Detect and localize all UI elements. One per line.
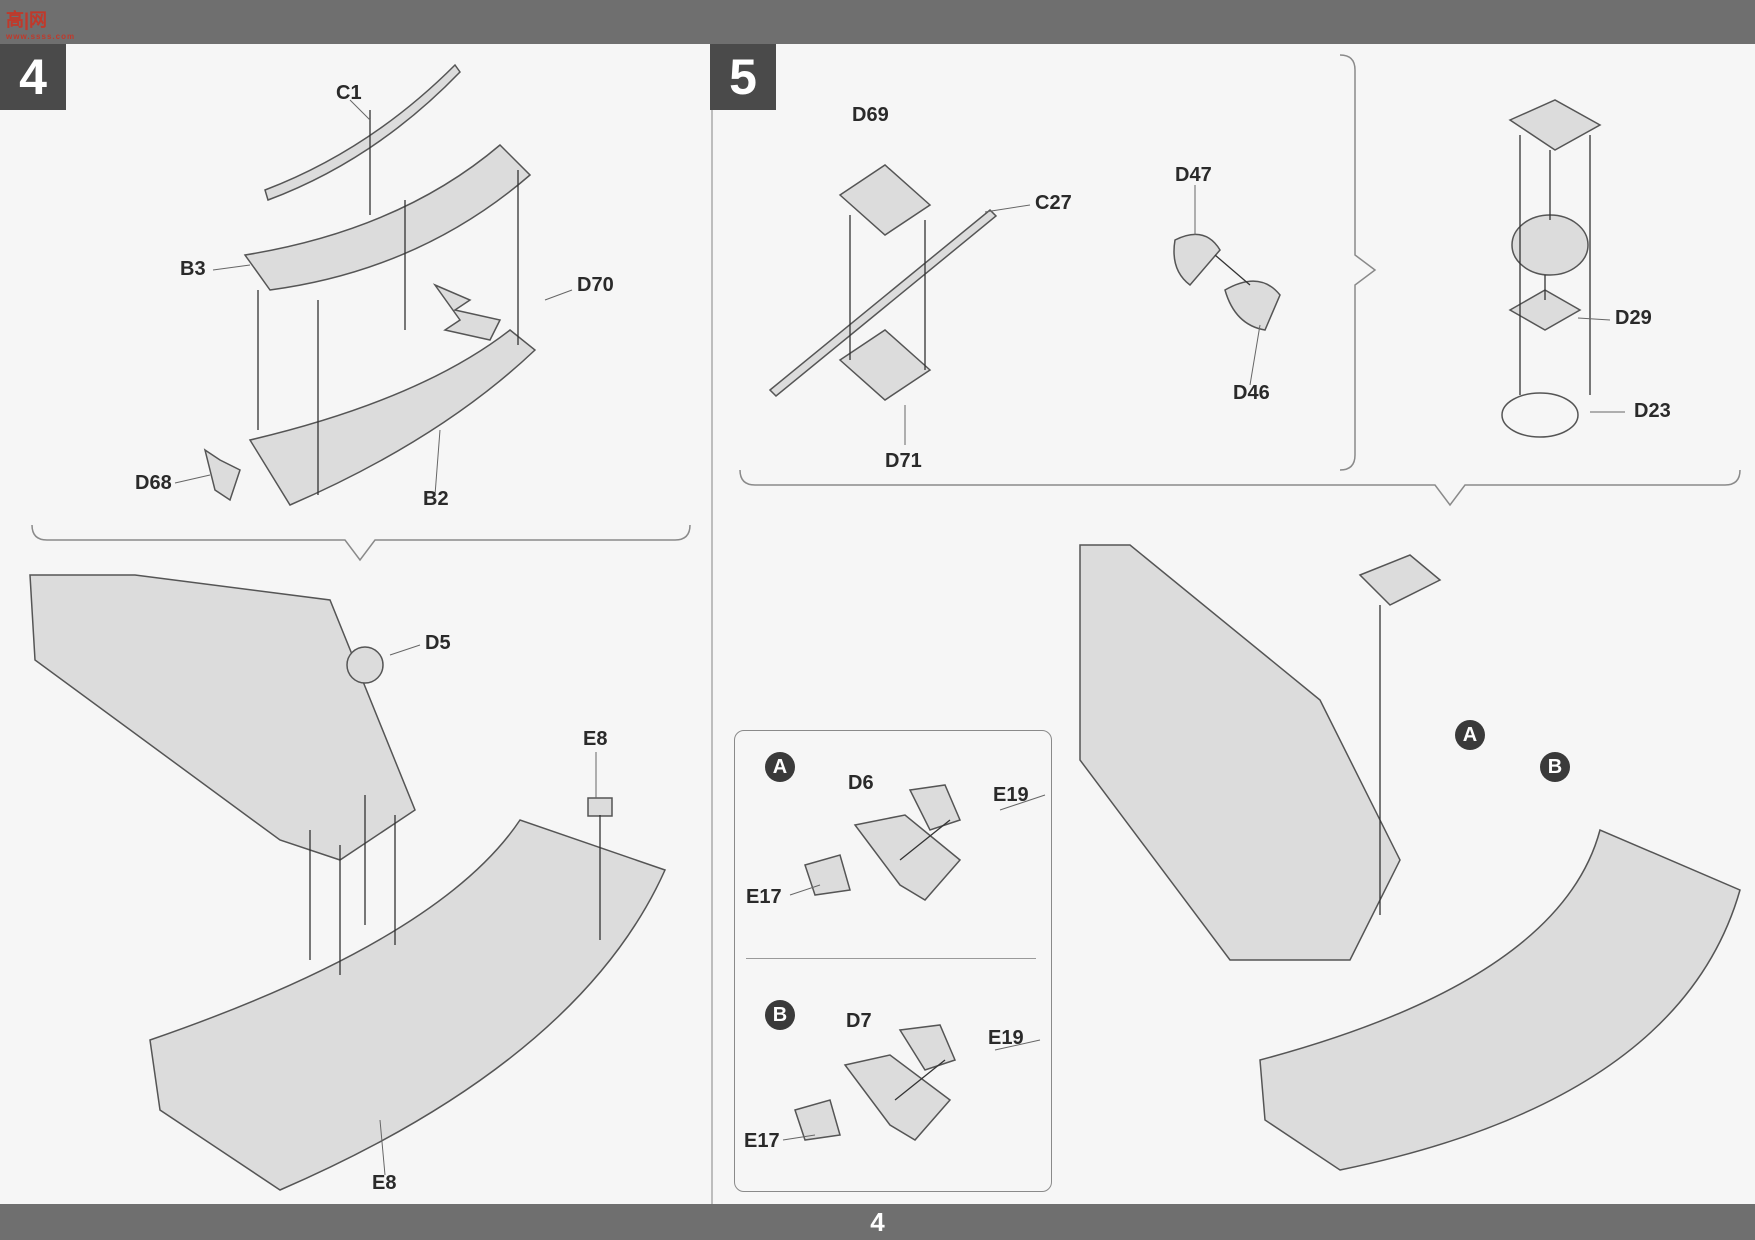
part-d46 (1224, 280, 1281, 331)
part-e19-a (908, 784, 962, 831)
label-e8-top: E8 (583, 728, 608, 750)
label-b3: B3 (180, 258, 206, 280)
label-d5: D5 (425, 632, 451, 654)
part-housing (1508, 99, 1602, 151)
part-d68 (203, 448, 241, 502)
part-e17-a (804, 854, 851, 896)
bottom-bar (0, 1204, 1755, 1240)
panel-divider (711, 44, 713, 1204)
part-rail-step5 (1259, 828, 1741, 1171)
label-d23: D23 (1634, 400, 1671, 422)
label-e17-a: E17 (746, 886, 782, 908)
label-e19-b: E19 (988, 1027, 1024, 1049)
label-d46: D46 (1233, 382, 1270, 404)
part-e8-top (587, 797, 613, 817)
part-housing-step5 (1358, 554, 1442, 606)
bracket-step5-sub (1339, 54, 1377, 471)
inset-b-badge: B (765, 1000, 795, 1030)
part-spring (1511, 214, 1589, 276)
part-body-step5 (1079, 544, 1401, 961)
label-d7: D7 (846, 1010, 872, 1032)
inset-separator (746, 958, 1036, 959)
label-c27: C27 (1035, 192, 1072, 214)
callout-a-badge: A (1455, 720, 1485, 750)
part-e17-b (794, 1099, 841, 1141)
label-e8-bottom: E8 (372, 1172, 397, 1194)
part-b3 (243, 143, 532, 291)
part-d5 (346, 646, 384, 684)
part-d71 (838, 329, 932, 401)
watermark-logo: 高|网 www.ssss.com (6, 6, 75, 41)
label-d47: D47 (1175, 164, 1212, 186)
bracket-step5 (739, 469, 1741, 507)
part-d70 (432, 283, 502, 341)
top-bar (0, 0, 1755, 44)
label-d71: D71 (885, 450, 922, 472)
part-c1 (264, 63, 461, 201)
label-d68: D68 (135, 472, 172, 494)
label-d29: D29 (1615, 307, 1652, 329)
step-5-badge: 5 (710, 44, 776, 110)
label-d6: D6 (848, 772, 874, 794)
part-c27 (768, 208, 998, 398)
part-body-step4 (29, 574, 416, 861)
part-d23 (1501, 392, 1579, 438)
callout-b-badge: B (1540, 752, 1570, 782)
part-rail-step4 (149, 819, 667, 1191)
label-b2: B2 (423, 488, 449, 510)
part-d47 (1173, 233, 1221, 287)
page-number: 4 (870, 1207, 885, 1237)
part-d6 (853, 814, 962, 901)
label-d69: D69 (852, 104, 889, 126)
watermark-text: 高|网 (6, 10, 48, 30)
label-c1: C1 (336, 82, 362, 104)
label-e19-a: E19 (993, 784, 1029, 806)
bracket-step4 (31, 524, 691, 562)
watermark-subtext: www.ssss.com (6, 32, 76, 41)
part-d29 (1508, 289, 1582, 331)
label-d70: D70 (577, 274, 614, 296)
sub-assembly-inset (734, 730, 1052, 1192)
label-e17-b: E17 (744, 1130, 780, 1152)
part-d69 (838, 164, 932, 236)
part-b2 (248, 329, 537, 506)
inset-a-badge: A (765, 752, 795, 782)
step-4-badge: 4 (0, 44, 66, 110)
part-e19-b (898, 1024, 957, 1071)
